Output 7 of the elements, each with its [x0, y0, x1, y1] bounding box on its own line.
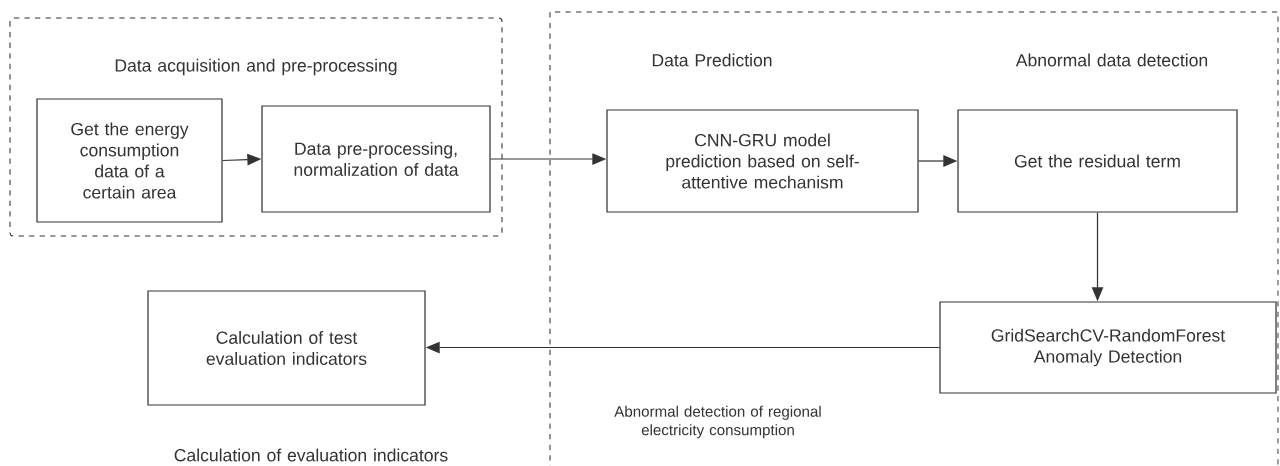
process-box: Get the residual term [957, 109, 1238, 213]
process-box: Data pre-processing, normalization of data [261, 105, 491, 213]
process-box: Get the energy consumption data of a certain area [36, 98, 223, 223]
section-caption: Calculation of evaluation indicators [174, 448, 448, 462]
process-box: GridSearchCV-RandomForest Anomaly Detection [939, 301, 1277, 394]
process-box: Calculation of test evaluation indicators [147, 290, 426, 406]
process-box: CNN-GRU model prediction based on self-attentive mechanism [606, 109, 919, 213]
